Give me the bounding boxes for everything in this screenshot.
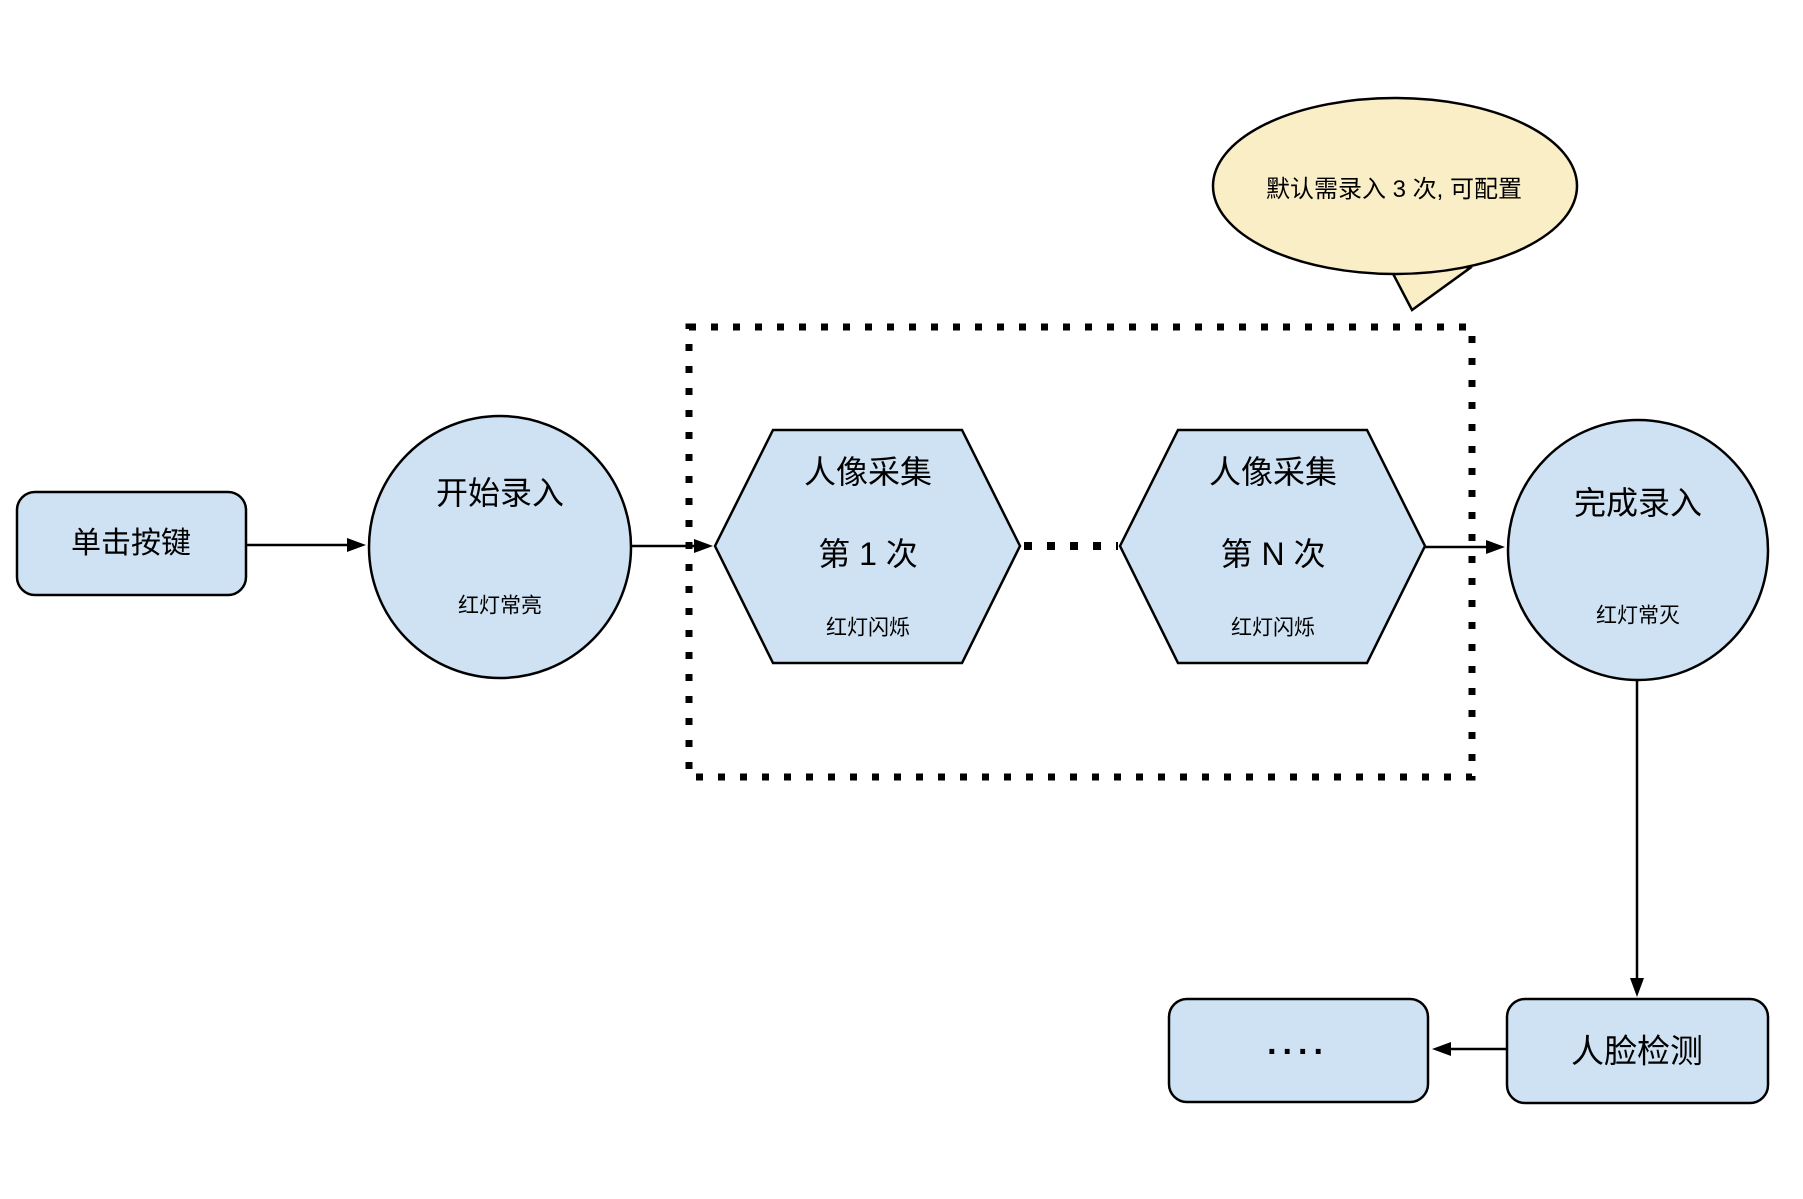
ellipsis-node	[1167, 997, 1430, 1104]
click-button-label: 单击按键	[71, 527, 191, 560]
capture-n-subtitle: 红灯闪烁	[1231, 616, 1315, 640]
arrowhead-click-to-start	[347, 538, 366, 552]
capture-1-title: 人像采集	[803, 454, 933, 490]
start-record-subtitle: 红灯常亮	[458, 594, 542, 618]
callout-text: 默认需录入 3 次, 可配置	[1265, 176, 1523, 203]
finish-record-title: 完成录入	[1573, 485, 1703, 521]
arrowhead-captureN-to-finish	[1486, 540, 1505, 554]
finish-record-circle	[1506, 418, 1770, 682]
arrowhead-start-to-capture1	[694, 539, 713, 553]
capture-1-count: 第 1 次	[818, 536, 918, 572]
face-detect-label: 人脸检测	[1571, 1032, 1703, 1070]
capture-1-hexagon	[713, 428, 1022, 665]
start-record-circle	[367, 414, 633, 680]
click-button-node	[15, 490, 248, 597]
capture-1-subtitle: 红灯闪烁	[826, 616, 910, 640]
capture-n-count: 第 N 次	[1220, 536, 1326, 572]
face-detect-node	[1505, 997, 1770, 1105]
finish-record-subtitle: 红灯常灭	[1596, 604, 1680, 628]
arrowhead-finish-to-facedetect	[1630, 978, 1644, 997]
arrowhead-facedetect-to-ellipsis	[1432, 1042, 1451, 1056]
capture-n-title: 人像采集	[1208, 454, 1338, 490]
start-record-title: 开始录入	[435, 475, 565, 511]
callout-bubble	[1211, 96, 1579, 276]
ellipsis-node-label: ....	[1267, 1024, 1329, 1062]
